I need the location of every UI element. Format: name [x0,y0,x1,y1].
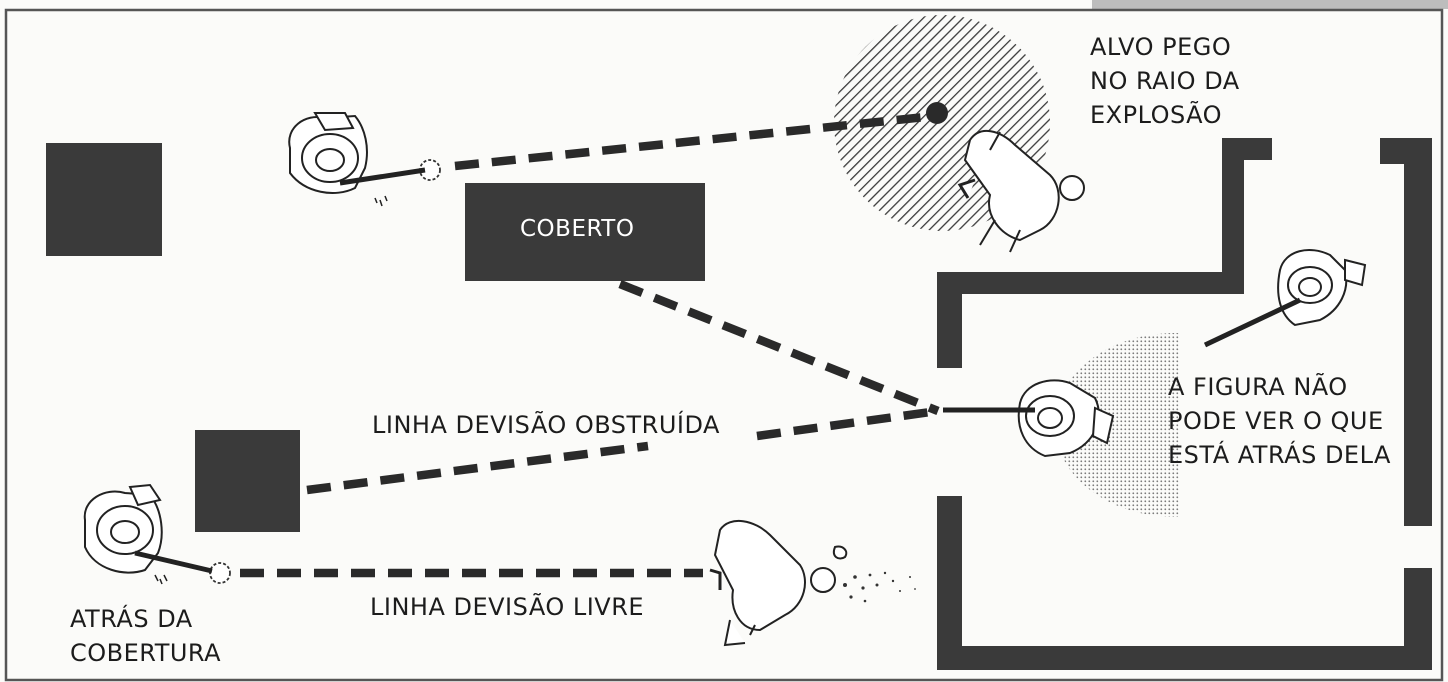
label-target-line-2: NO RAIO DA [1090,67,1240,95]
label-target-line-3: EXPLOSÃO [1090,101,1223,129]
label-figure-line-2: PODE VER O QUE [1168,407,1384,435]
label-behind-cover: ATRÁS DA COBERTURA [70,602,221,670]
figure-room-soldier [1203,249,1367,348]
target-dot [926,102,948,124]
sight-lines [240,111,940,578]
frame-border [4,8,1444,682]
figure-blind-soldier [943,379,1115,458]
room-walls [937,138,1432,670]
figure-target [957,130,1085,253]
label-figure-cannot-see: A FIGURA NÃO PODE VER O QUE ESTÁ ATRÁS D… [1168,370,1391,472]
cover-block-center [465,183,705,281]
label-figure-line-1: A FIGURA NÃO [1168,373,1348,401]
label-cover: COBERTO [520,212,634,246]
label-behind-cover-line-2: COBERTURA [70,639,222,667]
figure-shooter-top [288,112,426,207]
line-obstructed-right [756,406,939,441]
cover-block-lower [195,430,300,532]
muzzle-marker-bottom [209,562,231,584]
line-to-target [454,111,936,171]
label-target-line-1: ALVO PEGO [1090,33,1232,61]
line-obstructed-left [306,441,649,495]
label-behind-cover-line-1: ATRÁS DA [70,605,193,633]
line-from-cover [618,280,940,415]
label-obstructed-text: LINHA DEVISÃO OBSTRUÍDA [372,411,720,439]
label-figure-line-3: ESTÁ ATRÁS DELA [1168,441,1391,469]
label-target-caught: ALVO PEGO NO RAIO DA EXPLOSÃO [1090,30,1240,132]
label-cover-text: COBERTO [520,216,635,242]
label-free-line: LINHA DEVISÃO LIVRE [370,590,644,624]
figure-shooter-bottom [83,483,213,585]
label-obstructed-line: LINHA DEVISÃO OBSTRUÍDA [372,408,720,442]
blind-zone [1055,333,1180,517]
label-free-text: LINHA DEVISÃO LIVRE [370,593,645,621]
cover-block-left [46,143,162,256]
figure-hit-soldier [709,519,916,647]
corner-tab [1092,0,1448,9]
